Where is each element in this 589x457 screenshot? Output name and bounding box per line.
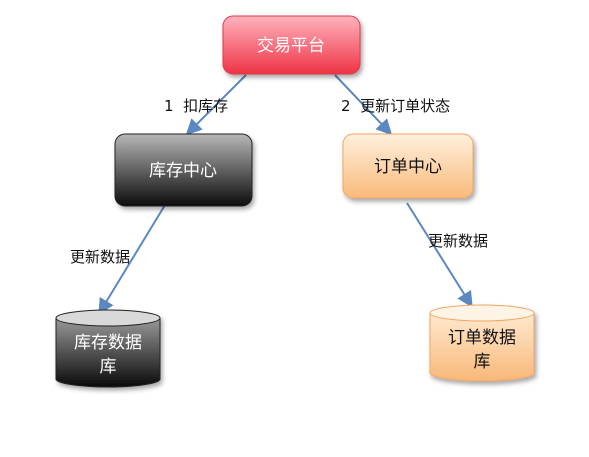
node-inventory-center-box — [114, 133, 253, 207]
edge-label-inventory-update-data: 更新数据 — [70, 248, 130, 266]
node-order-db-top — [429, 304, 535, 322]
arrow-platform-to-order — [334, 74, 393, 136]
node-order-center-box — [342, 133, 474, 199]
node-trading-platform: 交易平台 — [222, 15, 361, 75]
node-order-center-label: 订单中心 — [374, 157, 442, 177]
node-trading-platform-box — [222, 15, 361, 75]
node-inventory-db-body — [55, 317, 161, 388]
node-inventory-center: 库存中心 — [114, 133, 253, 207]
node-inventory-db-label-line1: 库存数据 — [74, 333, 142, 353]
edge-label-order-update-data: 更新数据 — [428, 232, 488, 250]
node-order-db-label-line1: 订单数据 — [448, 328, 516, 348]
node-inventory-db-label-line2: 库 — [100, 357, 117, 377]
arrow-order-to-db — [406, 202, 473, 308]
edge-label-deduct-stock: 1 扣库存 — [164, 97, 228, 115]
arrow-platform-to-inventory — [185, 74, 247, 136]
node-order-center: 订单中心 — [342, 133, 474, 199]
node-order-db-label-line2: 库 — [474, 352, 491, 372]
node-order-db — [429, 304, 535, 382]
arrows — [98, 74, 473, 315]
arrow-inventory-to-db — [98, 204, 166, 315]
node-inventory-db-top — [55, 309, 161, 327]
node-trading-platform-label: 交易平台 — [257, 36, 325, 56]
edge-label-update-order-status: 2 更新订单状态 — [341, 97, 450, 115]
node-inventory-db — [55, 309, 161, 388]
node-order-db-body — [429, 312, 535, 382]
node-inventory-center-label: 库存中心 — [149, 161, 217, 181]
